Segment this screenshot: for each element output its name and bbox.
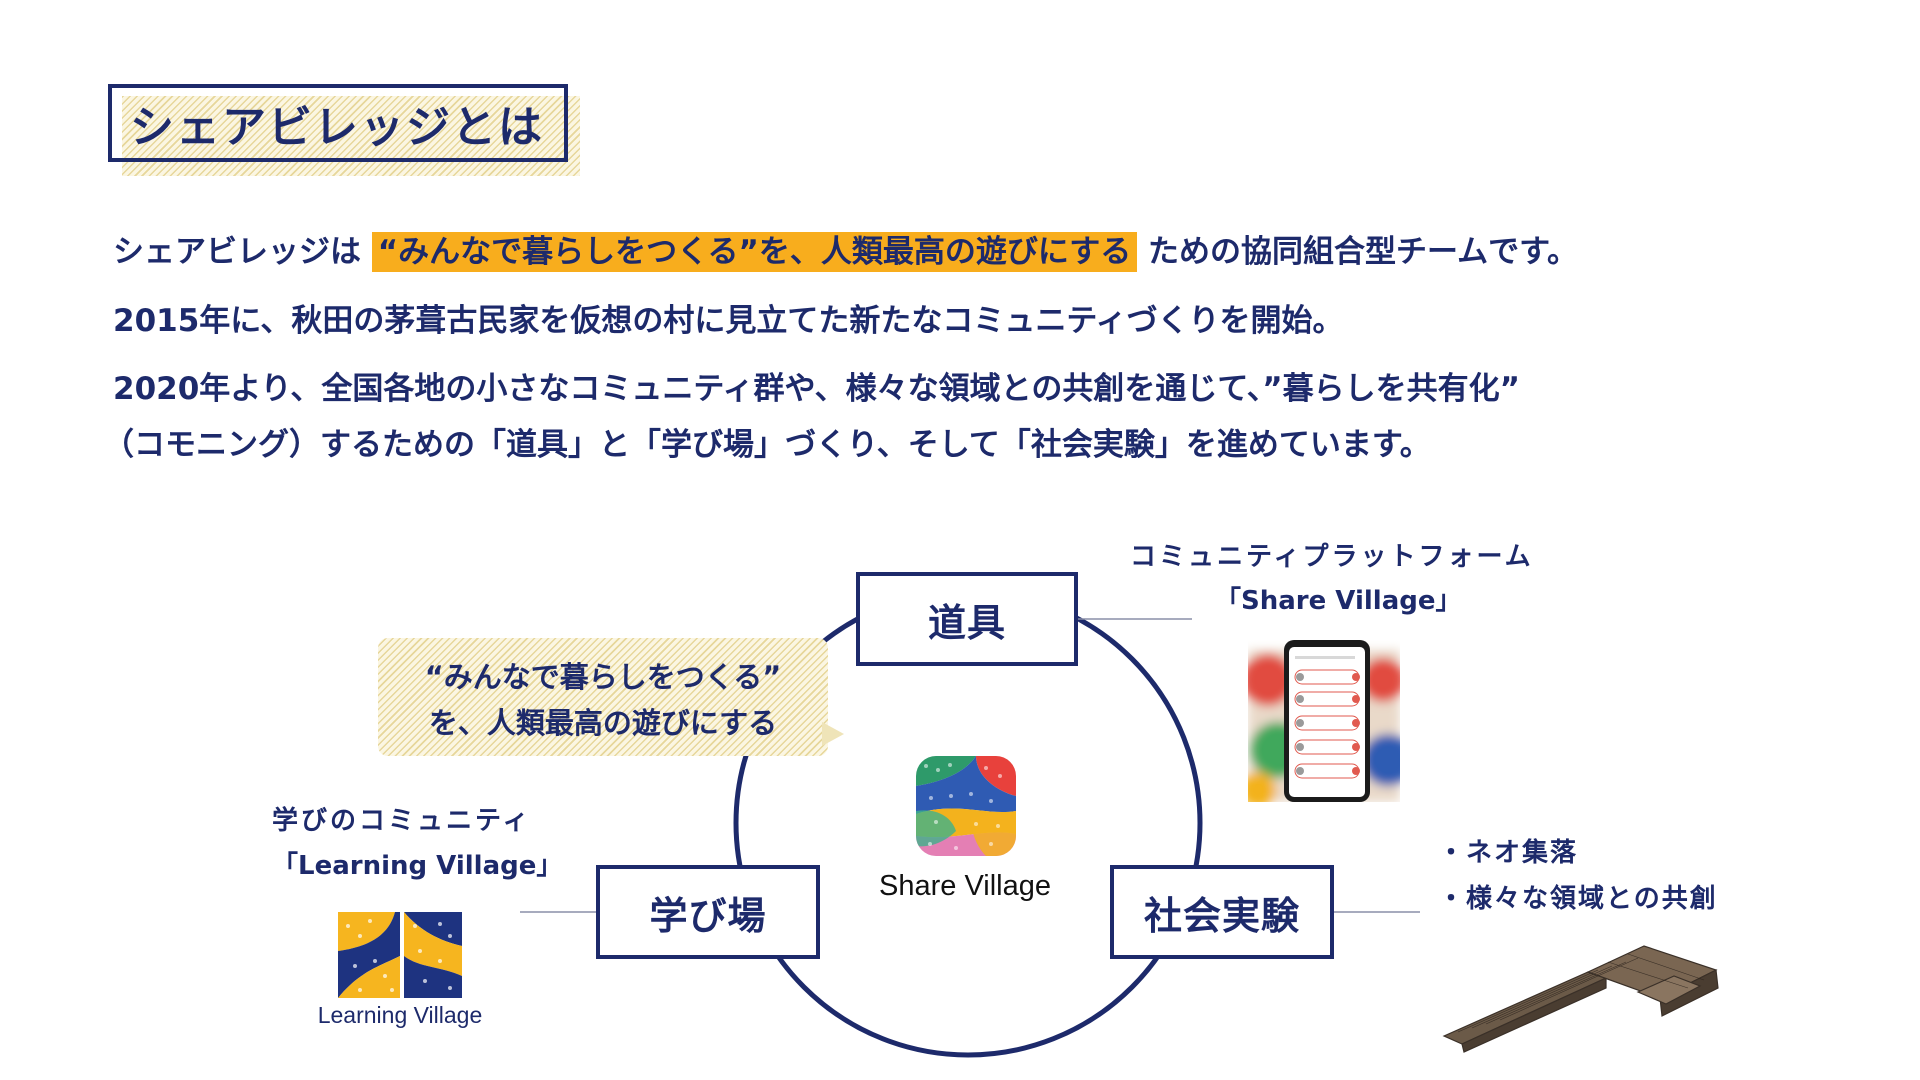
intro-line-2: 2015年に、秋田の茅葺古民家を仮想の村に見立てた新たなコミュニティづくりを開始… <box>113 303 1344 339</box>
title-hatch-shadow <box>122 96 580 176</box>
learning-village-logo <box>300 894 500 1062</box>
slogan-bubble-tail <box>822 722 844 746</box>
center-label: Share Village <box>879 870 1051 902</box>
experiment-caption-neo-village: ・ネオ集落 <box>1438 838 1579 868</box>
intro-line-3: 2020年より、全国各地の小さなコミュニティ群や、様々な領域との共創を通じて、”… <box>113 371 1521 407</box>
experiment-caption-co-creation: ・様々な領域との共創 <box>1438 884 1718 914</box>
node-learning-place: 学び場 <box>596 865 820 959</box>
page-title: シェアビレッジとは <box>108 84 568 162</box>
building-model <box>1438 932 1724 1060</box>
learning-caption-title: 学びのコミュニティ <box>272 806 532 836</box>
intro-line-4: （コモニング）するための「道具」と「学び場」づくり、そして「社会実験」を進めてい… <box>103 427 1431 463</box>
intro-highlight: “みんなで暮らしをつくる”を、人類最高の遊びにする <box>371 232 1138 272</box>
intro-line-1-prefix: シェアビレッジは <box>113 234 361 270</box>
node-tools: 道具 <box>856 572 1078 666</box>
intro-line-1: シェアビレッジは “みんなで暮らしをつくる”を、人類最高の遊びにする ための協同… <box>113 230 1578 274</box>
slogan-line-1: “みんなで暮らしをつくる” <box>424 660 782 694</box>
phone-screenshot <box>1240 640 1414 808</box>
slogan-line-2: を、人類最高の遊びにする <box>428 706 778 740</box>
slogan-bubble: “みんなで暮らしをつくる” を、人類最高の遊びにする <box>378 638 828 756</box>
tools-caption-title: コミュニティプラットフォーム <box>1130 542 1534 572</box>
node-social-experiment: 社会実験 <box>1110 865 1334 959</box>
share-village-app-icon <box>916 756 1016 856</box>
page-title-text: シェアビレッジとは <box>130 102 544 153</box>
intro-line-1-suffix: ための協同組合型チームです。 <box>1148 234 1578 270</box>
learning-village-label: Learning Village <box>317 1002 483 1028</box>
tools-caption-name: 「Share Village」 <box>1215 586 1462 616</box>
learning-caption-name: 「Learning Village」 <box>272 851 563 881</box>
